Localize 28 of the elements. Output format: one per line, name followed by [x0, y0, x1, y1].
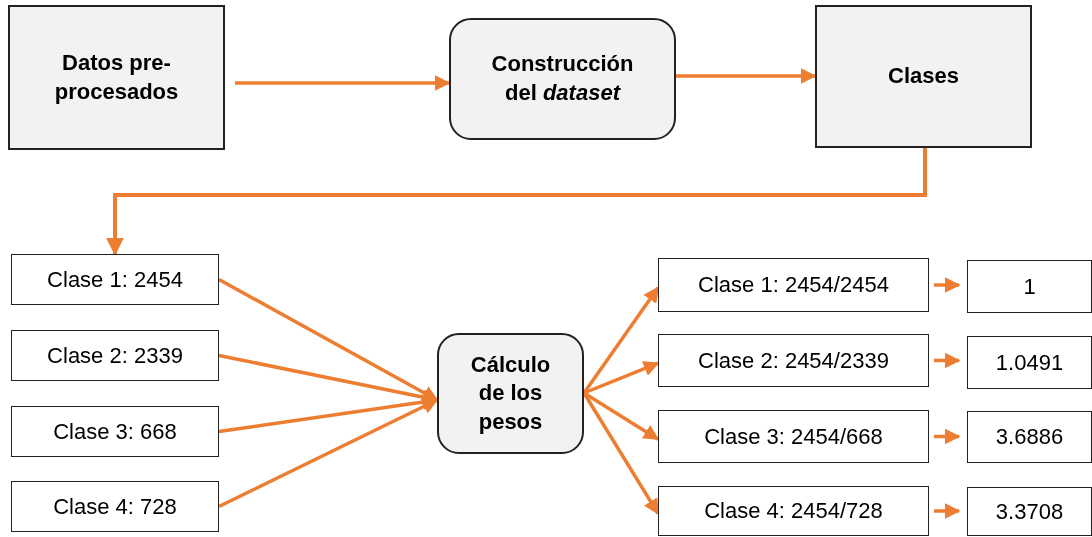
- arrow: [582, 392, 660, 515]
- class-count-box: Clase 4: 728: [11, 481, 219, 532]
- weight-box: 1: [967, 260, 1092, 313]
- weight-box: 3.3708: [967, 487, 1092, 536]
- ratio-box: Clase 1: 2454/2454: [658, 258, 929, 312]
- arrow: [934, 277, 961, 293]
- arrow: [582, 286, 660, 394]
- weight-box: 3.6886: [967, 411, 1092, 463]
- ratio-box: Clase 3: 2454/668: [658, 410, 929, 463]
- process-box: Clases: [815, 5, 1032, 148]
- class-count-box: Clase 2: 2339: [11, 330, 219, 381]
- arrow: [934, 428, 961, 445]
- arrow: [218, 398, 439, 509]
- ratio-box: Clase 4: 2454/728: [658, 486, 929, 536]
- class-count-box: Clase 1: 2454: [11, 254, 219, 305]
- arrow: [235, 75, 451, 91]
- weight-box: 1.0491: [967, 336, 1092, 389]
- ratio-box: Clase 2: 2454/2339: [658, 334, 929, 387]
- process-box: Datos pre-procesados: [8, 5, 225, 150]
- arrow: [583, 391, 660, 441]
- arrow: [934, 352, 961, 369]
- arrow: [934, 503, 961, 519]
- arrow: [676, 68, 817, 84]
- arrow: [106, 148, 927, 256]
- arrow: [583, 361, 660, 395]
- class-count-box: Clase 3: 668: [11, 406, 219, 457]
- process-box: Cálculo de los pesos: [437, 333, 584, 454]
- process-box: Construcción del dataset: [449, 18, 676, 140]
